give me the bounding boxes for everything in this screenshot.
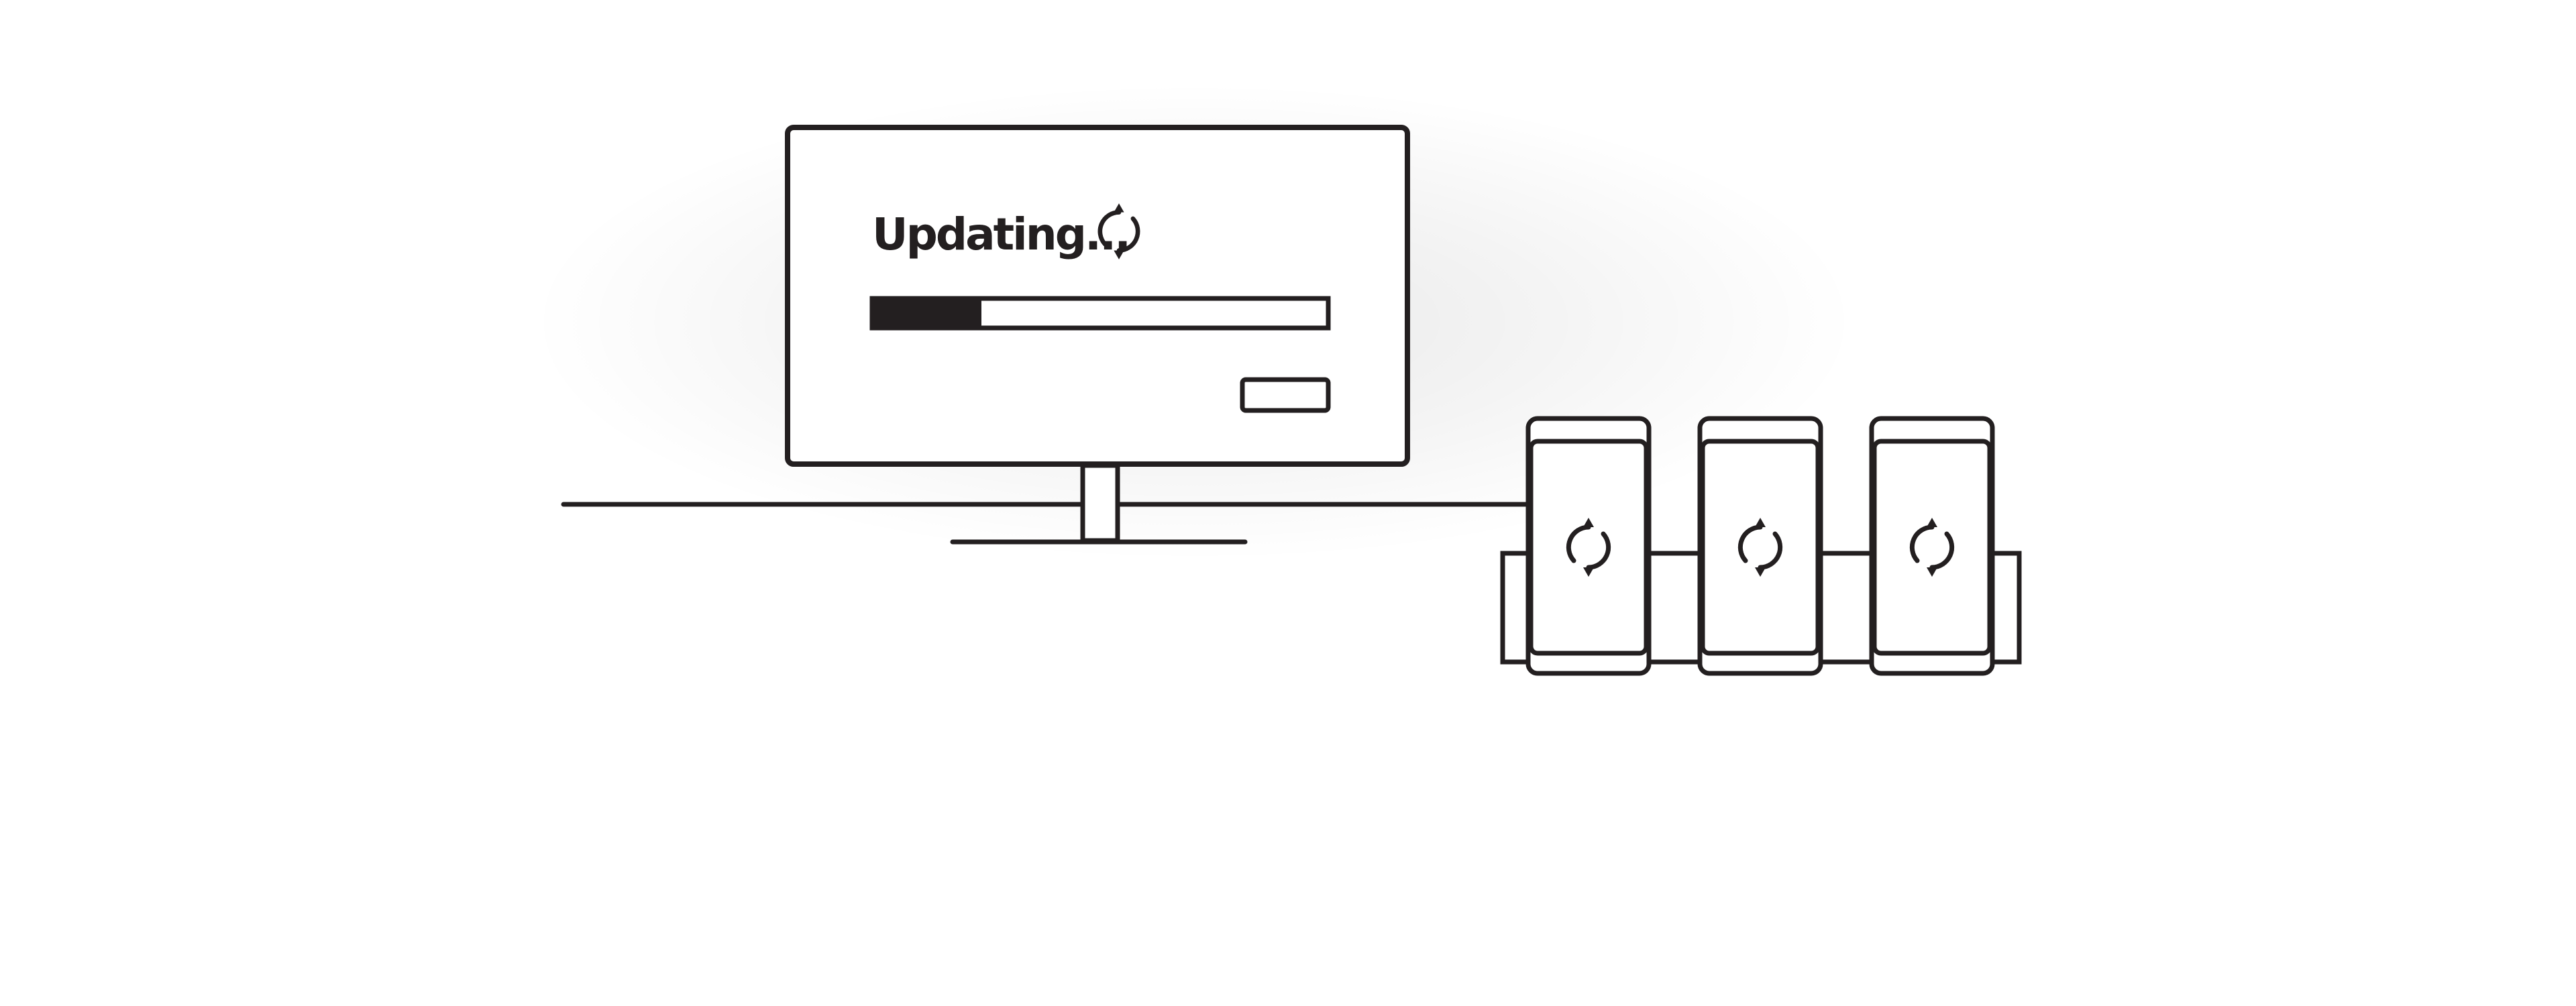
device-3	[1869, 416, 1995, 676]
progress-fill	[872, 298, 981, 328]
device-1	[1525, 416, 1652, 676]
device-front-3	[1872, 439, 1992, 656]
screen-button[interactable]	[1240, 377, 1331, 413]
monitor-stand-neck	[1080, 463, 1120, 543]
device-front-1	[1528, 439, 1649, 656]
device-2	[1697, 416, 1823, 676]
device-front-2	[1700, 439, 1821, 656]
update-title: Updating...	[872, 209, 1131, 260]
monitor-screen	[785, 125, 1410, 467]
